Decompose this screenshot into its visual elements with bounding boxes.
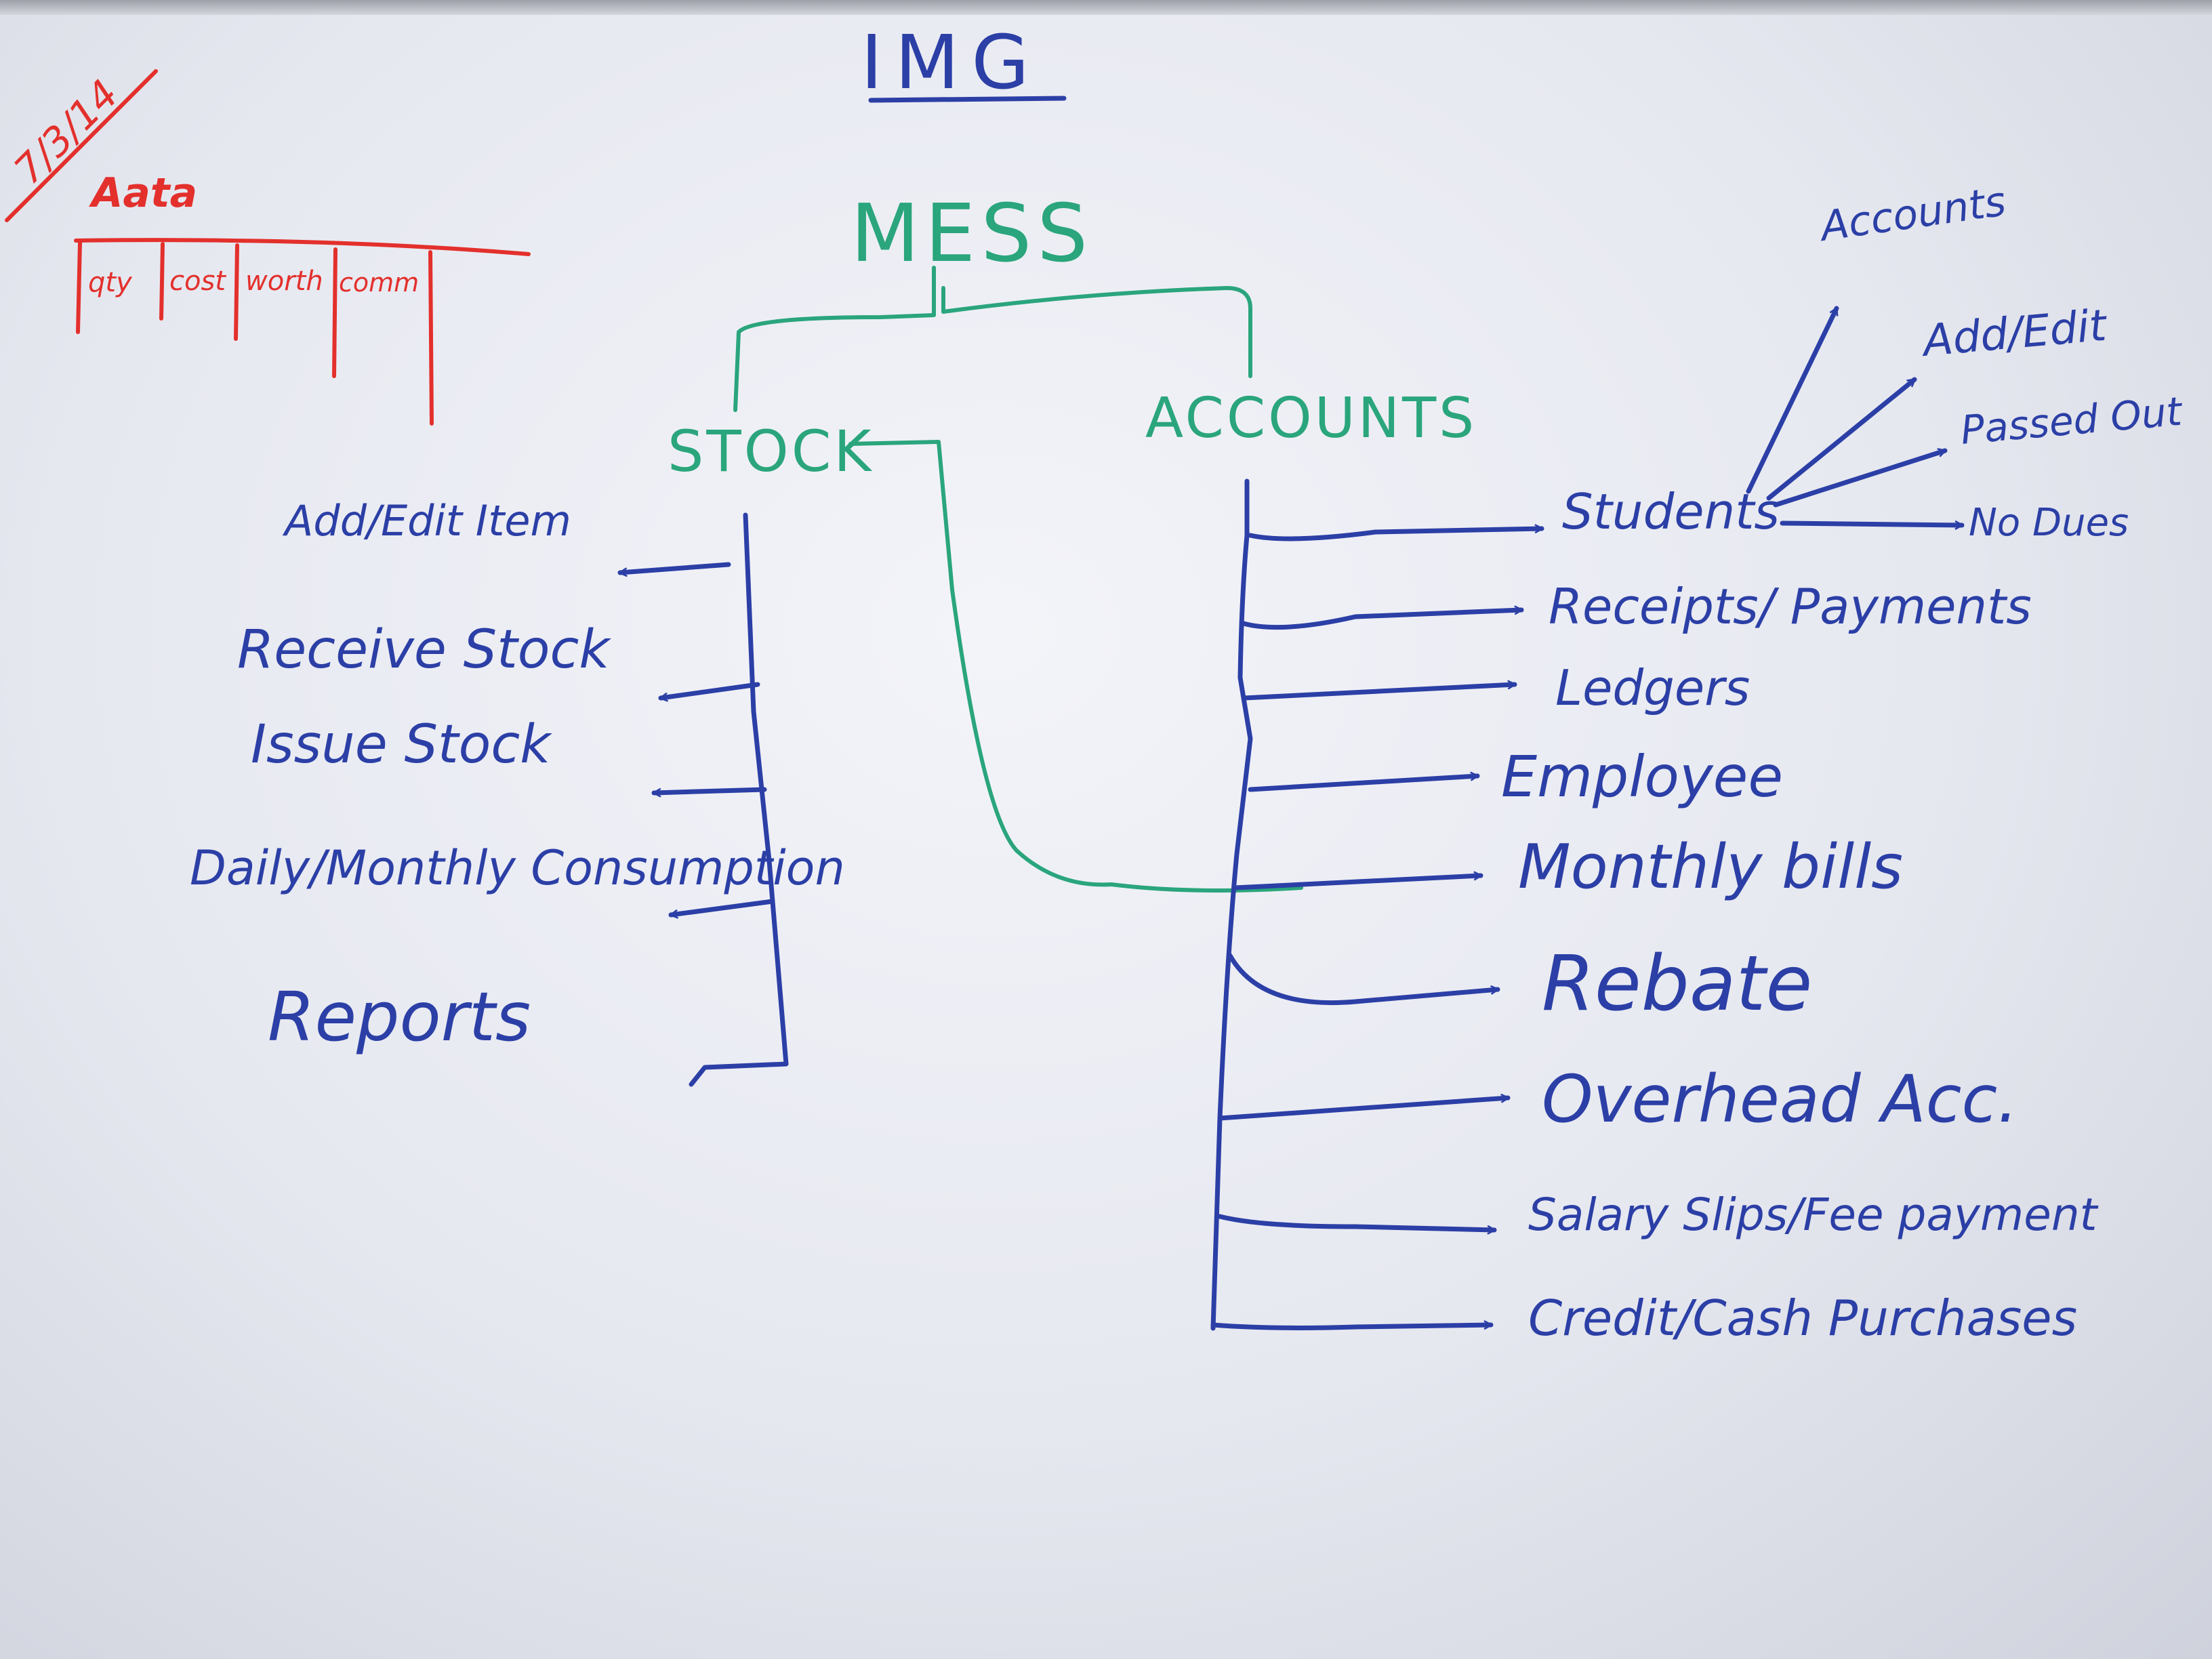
accounts-item-receipts-payments: Receipts/ Payments <box>1549 578 2032 635</box>
arrow-monthly-bills <box>1232 876 1483 890</box>
stock-item-consumption: Daily/Monthly Consumption <box>190 840 845 896</box>
accounts-node: ACCOUNTS <box>1145 386 1477 451</box>
accounts-item-employee: Employee <box>1501 743 1783 810</box>
arrow-students-passed-out <box>1773 451 1948 508</box>
accounts-item-students: Students <box>1562 483 1780 540</box>
accounts-item-ledgers: Ledgers <box>1555 659 1750 716</box>
accounts-spine <box>1210 478 1253 1331</box>
arrow-rebate <box>1227 953 1498 1006</box>
arrow-students-no-dues <box>1780 523 1965 525</box>
note-table-divider <box>332 247 337 378</box>
students-sub-add-edit: Add/Edit <box>1919 300 2110 367</box>
title-group: IMG <box>861 19 1067 106</box>
note-col-qty: qty <box>88 267 133 298</box>
stock-item-receive: Receive Stock <box>237 619 611 680</box>
root-node-mess: MESS <box>851 186 1093 280</box>
note-col-comm: comm <box>339 268 419 298</box>
arrow-credit-cash <box>1210 1325 1494 1330</box>
arrow-overhead-acc <box>1217 1098 1511 1121</box>
accounts-item-salary-slips: Salary Slips/Fee payment <box>1528 1189 2099 1241</box>
students-sub-no-dues: No Dues <box>1969 501 2129 545</box>
whiteboard-frame <box>0 0 2212 15</box>
note-table-divider <box>234 243 239 341</box>
arrow-employee <box>1248 776 1480 792</box>
stock-item-add-edit: Add/Edit Item <box>282 496 571 546</box>
stock-item-reports: Reports <box>268 977 531 1057</box>
arrow-students <box>1248 529 1544 541</box>
note-table-top-line <box>74 238 531 256</box>
arrow-receive-stock <box>661 682 760 698</box>
stock-node: STOCK <box>668 418 874 485</box>
note-item-label: Aata <box>89 169 197 217</box>
arrow-issue-stock <box>651 787 767 793</box>
note-col-cost: cost <box>169 266 226 297</box>
note-table-divider <box>76 241 82 334</box>
stock-item-issue: Issue Stock <box>251 714 552 775</box>
accounts-item-rebate: Rebate <box>1542 940 1812 1028</box>
branch-to-stock <box>733 266 936 412</box>
stock-to-monthly-bills-link <box>848 440 1303 893</box>
arrow-receipts-payments <box>1241 610 1524 630</box>
note-col-worth: worth <box>245 266 323 297</box>
title-underline <box>868 96 1067 103</box>
stock-spine <box>689 512 789 1087</box>
accounts-item-credit-cash: Credit/Cash Purchases <box>1528 1290 2077 1347</box>
date-divider-line <box>5 69 158 222</box>
students-sub-accounts: Accounts <box>1815 178 2009 251</box>
arrow-students-accounts <box>1746 306 1839 494</box>
arrow-ledgers <box>1241 684 1517 701</box>
page-title: IMG <box>861 19 1042 106</box>
note-table-divider <box>159 242 165 321</box>
arrow-students-add-edit <box>1766 377 1917 501</box>
branch-to-accounts <box>941 286 1252 378</box>
students-sub-passed-out: Passed Out <box>1959 388 2185 453</box>
arrow-daily-consumption <box>671 899 775 915</box>
note-table-divider <box>428 250 434 426</box>
accounts-item-monthly-bills: Monthly bills <box>1518 832 1903 903</box>
arrow-add-edit-item <box>620 562 731 573</box>
accounts-item-overhead: Overhead Acc. <box>1542 1061 2018 1137</box>
arrow-salary-slips <box>1217 1214 1497 1230</box>
corner-note: 7/3/14 Aata qty cost worth comm <box>5 69 531 426</box>
